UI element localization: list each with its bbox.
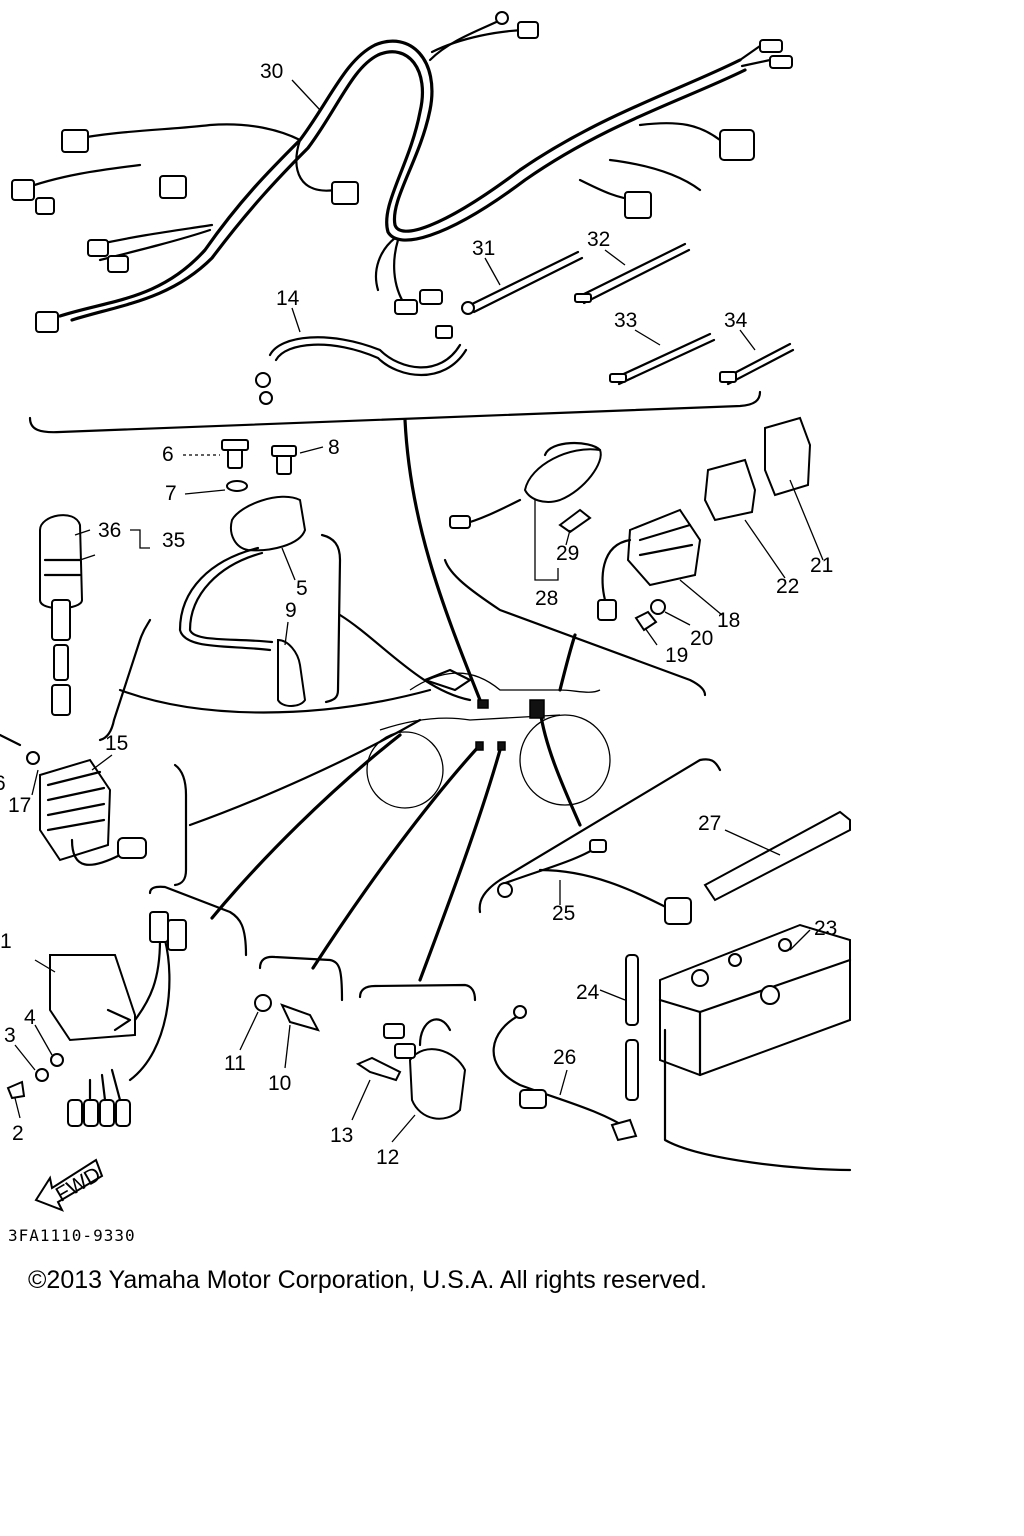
ignition-coil-drawing (178, 439, 307, 707)
callout-30: 30 (260, 60, 283, 83)
callout-3: 3 (4, 1024, 16, 1047)
sensor-drawing (254, 994, 320, 1032)
group-bracket-top (28, 390, 762, 434)
lead-wire-drawing (255, 325, 468, 405)
callout-15: 15 (105, 732, 128, 755)
callout-20: 20 (690, 627, 713, 650)
callout-26: 26 (553, 1046, 576, 1069)
callout-1: 1 (0, 930, 12, 953)
callout-4: 4 (24, 1006, 36, 1029)
switch-assembly-drawing (355, 1018, 467, 1120)
main-switch-drawing (39, 514, 84, 716)
callout-6: 6 (162, 443, 174, 466)
copyright-notice: ©2013 Yamaha Motor Corporation, U.S.A. A… (28, 1266, 707, 1294)
callout-13: 13 (330, 1124, 353, 1147)
callout-22: 22 (776, 575, 799, 598)
callout-9: 9 (285, 599, 297, 622)
rectifier-regulator-drawing (0, 733, 147, 866)
forward-arrow-icon: FWD (34, 1158, 105, 1212)
starter-relay-drawing (597, 508, 702, 632)
callout-6-left: 6 (0, 772, 6, 795)
callout-33: 33 (614, 309, 637, 332)
callout-17: 17 (8, 794, 31, 817)
callout-5: 5 (296, 577, 308, 600)
wire-harness-drawing (11, 11, 793, 333)
callout-35: 35 (162, 529, 185, 552)
callout-18: 18 (717, 609, 740, 632)
callout-11: 11 (224, 1052, 246, 1075)
cdi-unit-drawing (6, 911, 187, 1127)
callout-2: 2 (12, 1122, 24, 1145)
fwd-label: FWD (52, 1163, 105, 1207)
cable-ties-drawing (461, 242, 795, 386)
callout-14: 14 (276, 287, 300, 310)
relays-drawing (703, 416, 812, 522)
callout-29: 29 (556, 542, 579, 565)
callout-31: 31 (472, 237, 495, 260)
callout-28: 28 (535, 587, 558, 610)
callout-25: 25 (552, 902, 575, 925)
fuse-holder-drawing (449, 441, 602, 534)
sub-group-brackets (98, 533, 722, 1002)
callout-leader-lines (14, 79, 824, 1143)
callout-34: 34 (724, 309, 748, 332)
callout-10: 10 (268, 1072, 291, 1095)
callout-12: 12 (376, 1146, 399, 1169)
callout-32: 32 (587, 228, 610, 251)
callout-7: 7 (165, 482, 177, 505)
callout-8: 8 (328, 436, 340, 459)
callout-27: 27 (698, 812, 721, 835)
frame-leader-lines (118, 418, 582, 982)
callout-36: 36 (98, 519, 121, 542)
callout-23: 23 (814, 917, 837, 940)
drawing-code: 3FA1110-9330 (8, 1226, 136, 1245)
callout-numbers: 30 14 31 32 33 34 6 8 7 36 35 5 9 15 6 1… (0, 60, 837, 1169)
callout-24: 24 (576, 981, 600, 1004)
callout-21: 21 (810, 554, 833, 577)
callout-19: 19 (665, 644, 688, 667)
battery-drawing (492, 810, 852, 1172)
vehicle-outline (366, 668, 611, 809)
